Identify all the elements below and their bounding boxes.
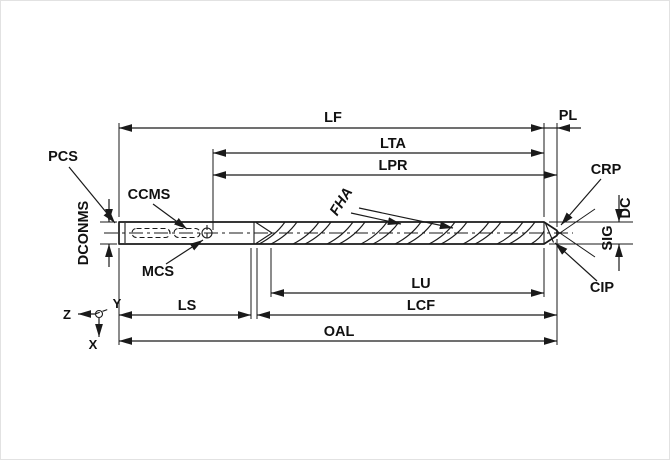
- label-lpr: LPR: [379, 158, 409, 174]
- label-pcs: PCS: [48, 149, 78, 165]
- leader-ccms: [152, 203, 188, 230]
- flute-runin-cone: [255, 222, 273, 244]
- label-pl: PL: [559, 108, 578, 124]
- chisel-edge: [544, 223, 555, 243]
- label-cip: CIP: [590, 280, 615, 296]
- leader-mcs: [165, 239, 204, 265]
- leader-fha-1: [350, 212, 402, 226]
- label-sig: SIG: [600, 226, 616, 251]
- dimension-lines: [105, 124, 623, 345]
- leader-pcs: [68, 166, 116, 224]
- clamp-flat-1: [131, 227, 171, 239]
- label-ccms: CCMS: [128, 187, 171, 203]
- label-dconms: DCONMS: [76, 200, 92, 265]
- axis-z-label: Z: [63, 307, 71, 322]
- label-oal: OAL: [324, 324, 355, 340]
- flute-spirals: [258, 221, 545, 245]
- label-dc: DC: [618, 197, 634, 218]
- label-mcs: MCS: [142, 264, 175, 280]
- axis-y-label: Y: [113, 296, 122, 311]
- drill-body: [104, 208, 596, 258]
- label-lta: LTA: [380, 136, 407, 152]
- leader-fha-2: [358, 207, 454, 230]
- leader-crp: [560, 178, 602, 226]
- label-lf: LF: [324, 110, 342, 126]
- label-ls: LS: [178, 298, 197, 314]
- axis-y-line: [94, 308, 110, 315]
- coordinate-triad: Z Y X: [63, 296, 122, 352]
- triad-origin: [94, 309, 104, 319]
- leader-lines: [68, 166, 602, 282]
- label-lu: LU: [411, 276, 430, 292]
- label-lcf: LCF: [407, 298, 435, 314]
- leader-cip: [554, 242, 598, 282]
- axis-x-label: X: [89, 337, 98, 352]
- label-crp: CRP: [591, 162, 622, 178]
